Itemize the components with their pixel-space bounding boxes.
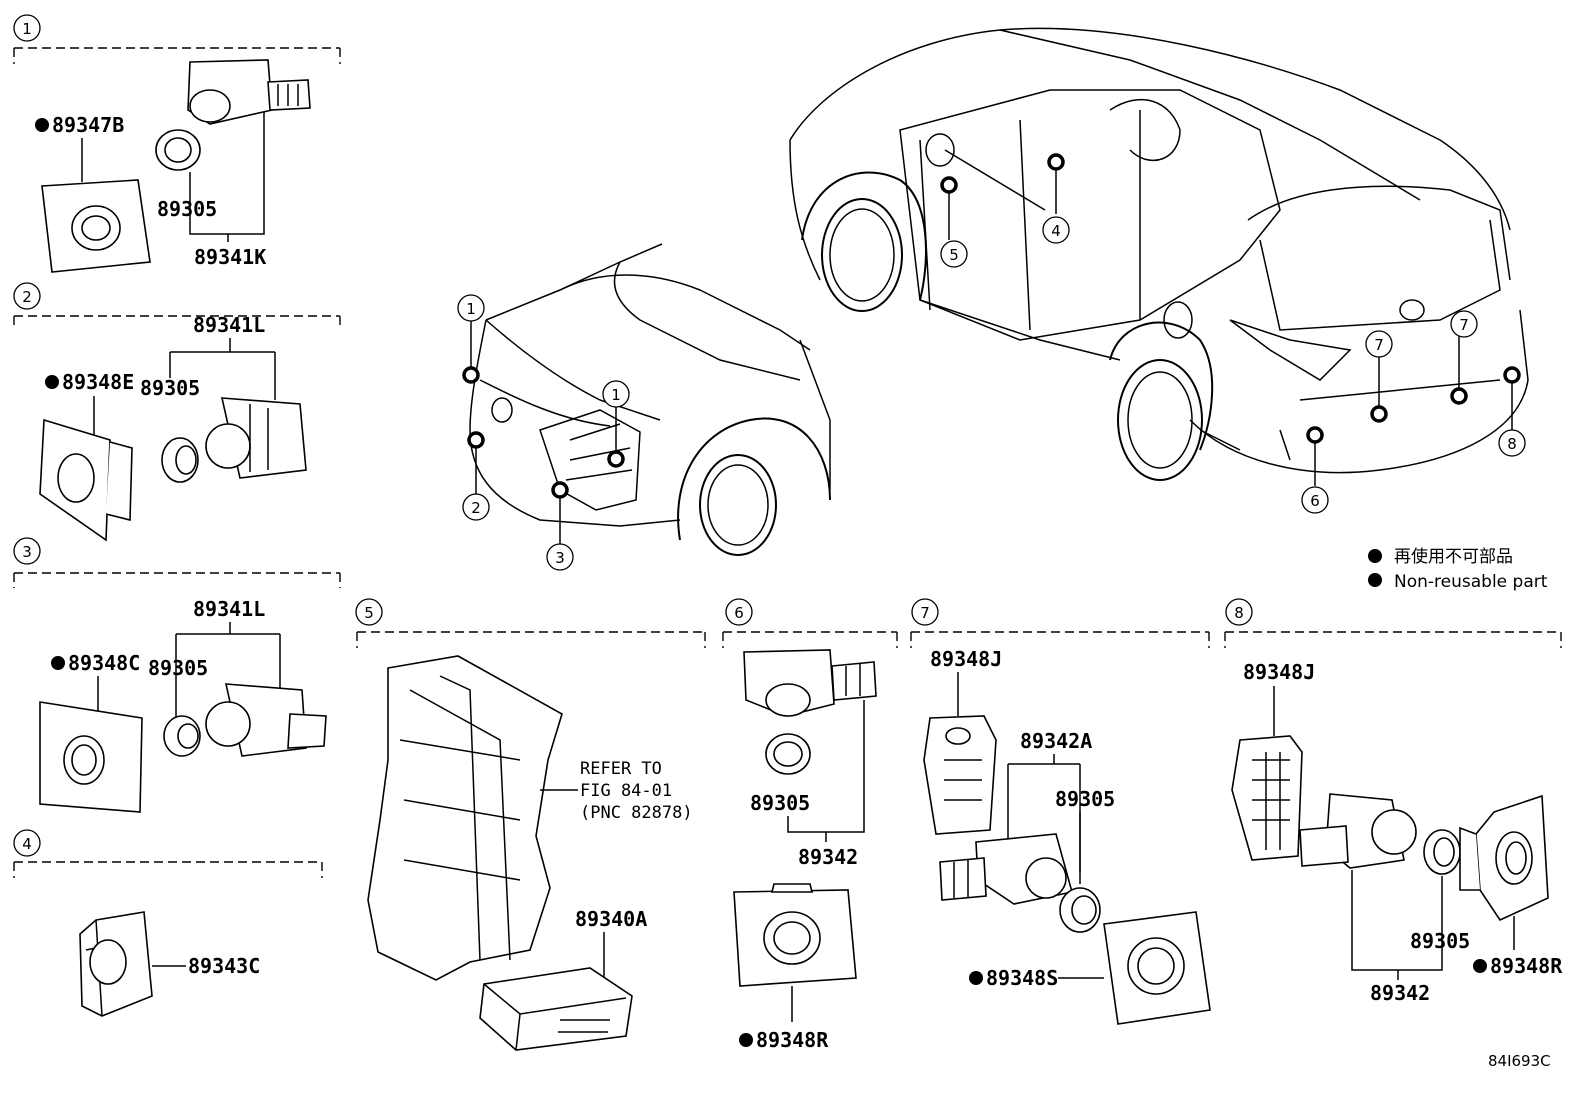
- section-number: 2: [22, 288, 32, 306]
- callout-label: 1: [611, 386, 621, 404]
- section-4: 4 89343C: [13, 829, 323, 1017]
- console-bracket: [367, 655, 563, 981]
- section-number: 1: [22, 20, 32, 38]
- callout-label: 8: [1507, 435, 1517, 453]
- retainer-89348R: [733, 883, 857, 987]
- front-callouts: 1 1 2 3: [457, 294, 630, 571]
- section-3: 3 89341L 89348C 89305: [13, 537, 341, 813]
- callout-label: 1: [466, 300, 476, 318]
- legend-jp: 再使用不可部品: [1394, 546, 1513, 567]
- sensor-89342A: [939, 833, 1073, 905]
- part-number: 89348J: [930, 647, 1002, 671]
- sensor-89342: [743, 649, 877, 717]
- part-number: 89342: [798, 845, 858, 869]
- retainer-89348C: [39, 701, 143, 813]
- section-number: 7: [920, 604, 930, 622]
- sensor-89341L: [205, 397, 307, 479]
- section-number: 6: [734, 604, 744, 622]
- section-number: 8: [1234, 604, 1244, 622]
- switch-89343C: [79, 911, 153, 1017]
- callout-label: 4: [1051, 222, 1061, 240]
- sensor-89341L: [205, 683, 327, 757]
- part-number: 89348E: [62, 370, 134, 394]
- part-number: 89305: [157, 197, 217, 221]
- part-number: 89305: [1410, 929, 1470, 953]
- legend: 再使用不可部品 Non-reusable part: [1368, 546, 1548, 592]
- section-1: 1 89347B 89305 89341K: [13, 14, 341, 273]
- part-number: 89341K: [194, 245, 266, 269]
- callout-label: 5: [949, 246, 959, 264]
- collar-89305: [163, 715, 201, 757]
- refer-to-text: REFER TO: [580, 759, 662, 779]
- ecu-89340A: [479, 967, 633, 1051]
- collar-89305: [1059, 887, 1101, 933]
- callout-label: 2: [471, 499, 481, 517]
- collar-89305: [1423, 829, 1461, 875]
- part-number: 89341L: [193, 597, 265, 621]
- callout-label: 6: [1310, 492, 1320, 510]
- part-number: 89348R: [756, 1028, 829, 1052]
- section-number: 4: [22, 835, 32, 853]
- diagram-code: 84I693C: [1488, 1052, 1551, 1070]
- retainer-89348S: [1103, 911, 1211, 1025]
- section-5: 5 REFER TO FIG 84-01 (PNC 82878) 89340A: [355, 598, 706, 1051]
- bracket-89348J: [1231, 735, 1303, 861]
- part-number: 89305: [140, 376, 200, 400]
- part-number: 89305: [1055, 787, 1115, 811]
- callout-label: 7: [1459, 316, 1469, 334]
- rear-callouts: 4 5 6 7 7 8: [940, 149, 1526, 514]
- section-number: 3: [22, 543, 32, 561]
- collar-89305: [765, 733, 811, 775]
- part-number: 89341L: [193, 313, 265, 337]
- retainer-89348E: [39, 418, 133, 542]
- fig-reference: FIG 84-01: [580, 781, 672, 801]
- retainer-89347B: [41, 179, 151, 273]
- section-7: 7 89348J 89342A 89305 89348S: [910, 598, 1211, 1025]
- part-number: 89347B: [52, 113, 124, 137]
- part-number: 89348S: [986, 966, 1058, 990]
- rear-car-view: [789, 27, 1529, 481]
- pnc-reference: (PNC 82878): [580, 803, 693, 823]
- part-number: 89340A: [575, 907, 647, 931]
- callout-label: 7: [1374, 336, 1384, 354]
- collar-89305: [161, 437, 199, 483]
- legend-en: Non-reusable part: [1394, 572, 1548, 592]
- bracket-89348J: [923, 715, 997, 835]
- part-number: 89342A: [1020, 729, 1092, 753]
- part-number: 89305: [148, 656, 208, 680]
- part-number: 89343C: [188, 954, 260, 978]
- section-number: 5: [364, 604, 374, 622]
- sensor-89342: [1299, 793, 1417, 869]
- front-car-view: [469, 243, 831, 556]
- section-2: 2 89341L 89348E 89305: [13, 282, 341, 542]
- retainer-89348R: [1459, 794, 1549, 922]
- callout-label: 3: [555, 549, 565, 567]
- part-number: 89342: [1370, 981, 1430, 1005]
- part-number: 89348R: [1490, 954, 1563, 978]
- collar-89305: [155, 129, 201, 171]
- section-6: 6 89305 89342 89348R: [722, 598, 898, 1052]
- sensor-89341K: [187, 59, 311, 125]
- section-8: 8 89348J 89305 89348R 89342: [1224, 598, 1563, 1005]
- part-number: 89348J: [1243, 660, 1315, 684]
- part-number: 89305: [750, 791, 810, 815]
- part-number: 89348C: [68, 651, 140, 675]
